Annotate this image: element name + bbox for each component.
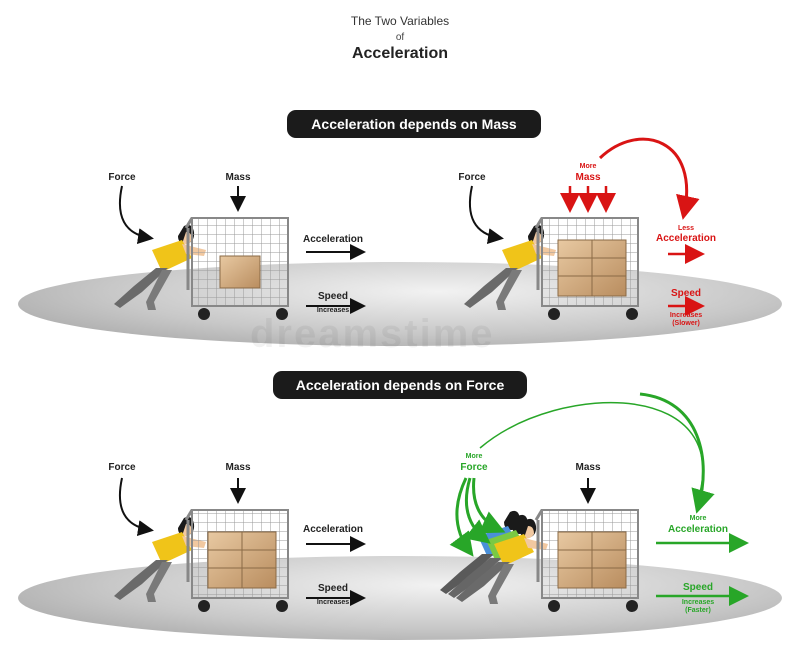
more-acceleration-prefix: More bbox=[689, 515, 707, 522]
force-label: Force bbox=[108, 172, 136, 183]
cart-heavy bbox=[534, 217, 639, 320]
banner-mass: Acceleration depends on Mass bbox=[287, 110, 541, 138]
speed-sublabel: Increases bbox=[681, 599, 715, 606]
mass-label: Mass bbox=[575, 462, 601, 473]
cart bbox=[184, 217, 289, 320]
pushing-people-group bbox=[440, 510, 548, 604]
acceleration-label: Acceleration bbox=[655, 233, 717, 244]
force-label: Force bbox=[108, 462, 136, 473]
cart-heavy bbox=[534, 509, 639, 612]
mass-label: Mass bbox=[225, 462, 251, 473]
acceleration-label: Acceleration bbox=[667, 524, 729, 535]
banner-force: Acceleration depends on Force bbox=[273, 371, 527, 399]
less-acceleration-prefix: Less bbox=[678, 225, 694, 232]
speed-sublabel: Increases bbox=[316, 599, 350, 606]
speed-sublabel-faster: (Faster) bbox=[685, 607, 711, 614]
pushing-person bbox=[114, 224, 206, 310]
acceleration-label: Acceleration bbox=[302, 524, 364, 535]
more-mass-prefix: More bbox=[579, 163, 597, 170]
speed-sublabel: Increases bbox=[669, 312, 703, 319]
force-label: Force bbox=[460, 462, 488, 473]
speed-label: Speed bbox=[670, 288, 701, 299]
page-title: Acceleration bbox=[351, 45, 449, 62]
speed-sublabel-slower: (Slower) bbox=[672, 320, 700, 327]
speed-label: Speed bbox=[317, 291, 348, 302]
scene-bottom-right bbox=[440, 392, 749, 612]
speed-label: Speed bbox=[682, 582, 713, 593]
title-line-2: of bbox=[395, 32, 405, 43]
cart-heavy bbox=[184, 509, 289, 612]
watermark: dreamstime bbox=[250, 312, 495, 356]
mass-label: Mass bbox=[225, 172, 251, 183]
acceleration-label: Acceleration bbox=[302, 234, 364, 245]
title-line-1: The Two Variables bbox=[350, 14, 450, 28]
more-force-prefix: More bbox=[465, 453, 483, 460]
ground-top bbox=[18, 262, 782, 346]
scene-top-right bbox=[464, 137, 705, 320]
speed-sublabel: Increases bbox=[316, 307, 350, 314]
mass-label: Mass bbox=[575, 172, 601, 183]
scene-top-left bbox=[114, 185, 366, 320]
speed-label: Speed bbox=[317, 583, 348, 594]
force-label: Force bbox=[458, 172, 486, 183]
scene-bottom-left bbox=[114, 477, 366, 612]
